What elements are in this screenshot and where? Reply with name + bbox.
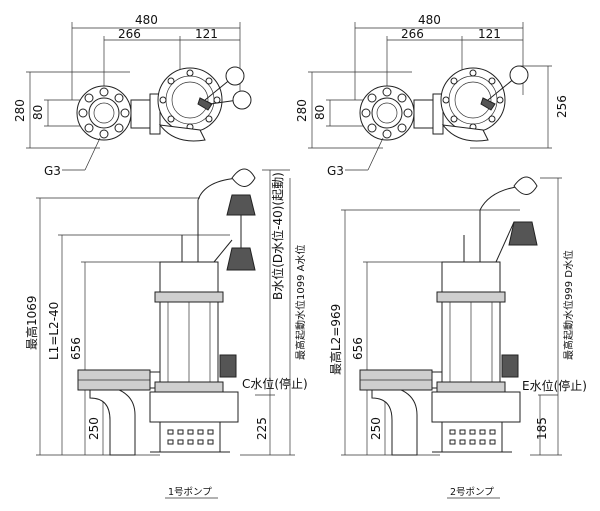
pump1-top-view: 480 266 121 280 80 <box>13 13 252 178</box>
pump1-caption: 1号ポンプ <box>168 487 212 498</box>
pump1-float-upper <box>226 194 256 216</box>
pump1-body-top <box>157 67 223 133</box>
pump2-side-view: 最高L2=969 656 250 最高起動水位999 D水位 <box>328 176 587 499</box>
pump1-dim-266: 266 <box>118 27 141 41</box>
pump2-d-level: 最高起動水位999 D水位 <box>562 250 575 360</box>
pump1-float-switch <box>219 354 237 378</box>
pump1-strainer <box>159 421 221 453</box>
pump1-l-dimension: L1=L2-40 <box>47 302 61 360</box>
pump1-g3-label: G3 <box>44 164 61 178</box>
pump2-max-height: 最高L2=969 <box>328 304 343 375</box>
pump2-top-view: 480 266 121 280 80 256 <box>295 13 569 178</box>
pump1-a-level: 最高起動水位1099 A水位 <box>294 245 307 360</box>
pump1-c-level: C水位(停止) <box>242 376 308 391</box>
pump1-dim-80: 80 <box>31 105 45 120</box>
pump2-dim-266: 266 <box>401 27 424 41</box>
pump2-dim-121: 121 <box>478 27 501 41</box>
pump2-body-top <box>440 67 506 133</box>
pump2-g3-label: G3 <box>327 164 344 178</box>
pump2-dim-250: 250 <box>369 417 383 440</box>
pump2-dim-480: 480 <box>418 13 441 27</box>
pump2-dim-656: 656 <box>351 337 365 360</box>
pump1-dim-480: 480 <box>135 13 158 27</box>
pump1-dim-250: 250 <box>87 417 101 440</box>
pump2-dim-80: 80 <box>313 105 327 120</box>
pump2-float-switch <box>501 354 519 378</box>
pump2-dim-280: 280 <box>295 99 309 122</box>
pump2-dim-185: 185 <box>535 417 549 440</box>
pump2-dim-256: 256 <box>555 95 569 118</box>
pump1-b-level: B水位(D水位-40)(起動) <box>270 172 285 300</box>
pump2-float <box>508 221 538 246</box>
pump1-max-height: 最高1069 <box>24 295 39 350</box>
pump1-dim-280: 280 <box>13 99 27 122</box>
pump2-caption: 2号ポンプ <box>450 487 494 498</box>
pump1-dim-225: 225 <box>255 417 269 440</box>
pump1-dim-656: 656 <box>69 337 83 360</box>
pump2-strainer <box>441 421 503 453</box>
pump1-dim-121: 121 <box>195 27 218 41</box>
pump1-float-lower <box>226 247 256 271</box>
pump1-side-view: 最高1069 L1=L2-40 656 250 <box>24 168 308 499</box>
pump2-e-level: E水位(停止) <box>522 378 587 393</box>
